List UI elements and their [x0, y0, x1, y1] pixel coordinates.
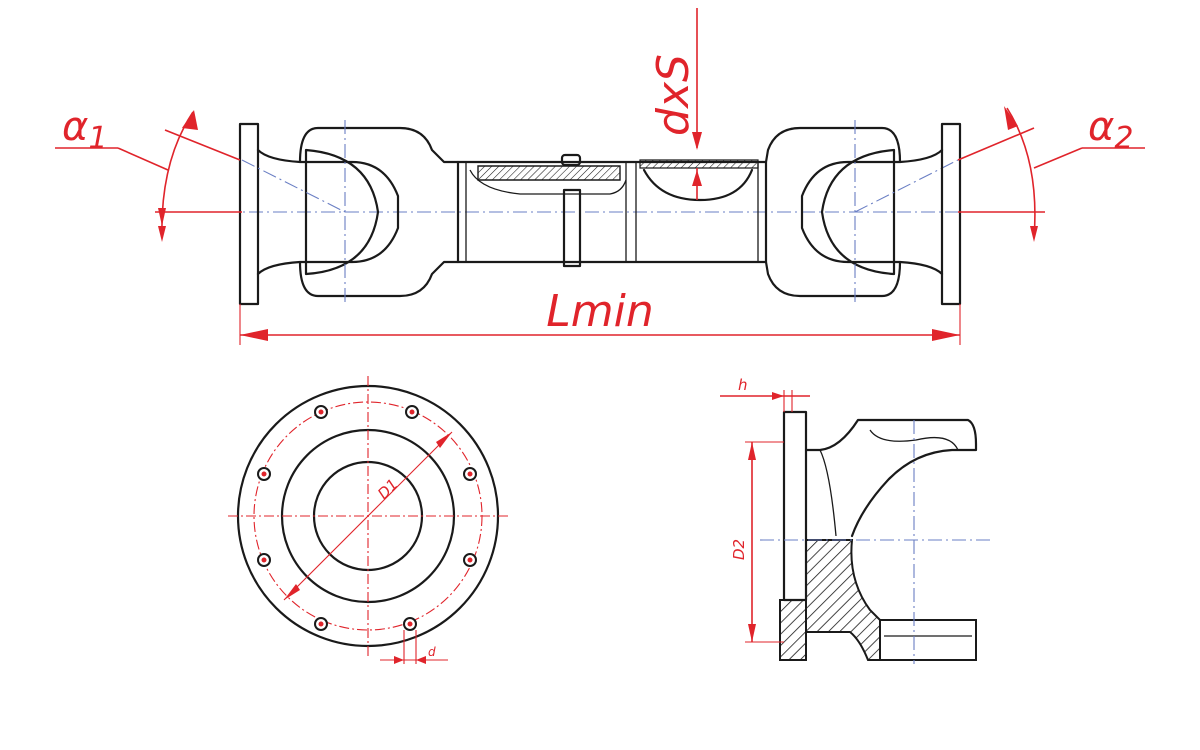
yoke-lower-ring	[879, 619, 977, 661]
bolt-hole-3	[257, 467, 271, 481]
right-yoke	[764, 126, 944, 298]
h-label: h	[738, 376, 748, 394]
d1-label: D1	[374, 475, 402, 503]
lmin-dimension: Lmin	[239, 286, 961, 345]
left-flange-plate	[238, 122, 260, 306]
bolt-hole-4	[463, 467, 477, 481]
shaft-tube	[456, 160, 768, 264]
left-yoke	[256, 126, 460, 298]
dxs-dimension: dxS	[648, 8, 702, 200]
d1-dimension-line	[283, 431, 453, 601]
flange-front-view: D1 d	[228, 376, 508, 664]
shaft-side-view	[225, 120, 970, 306]
alpha1-label: α1	[62, 104, 107, 156]
alpha2-label: α2	[1088, 104, 1133, 156]
slip-sleeve	[562, 188, 582, 268]
tube-wall-section	[639, 159, 759, 169]
yoke-body-upper	[804, 418, 978, 538]
left-yoke-fork	[304, 148, 380, 276]
right-yoke-fork	[820, 148, 896, 276]
bolt-hole-6	[463, 553, 477, 567]
yoke-section-view: D2 h	[720, 376, 990, 664]
dxs-label: dxS	[648, 54, 699, 136]
grease-fitting	[560, 153, 582, 167]
yoke-body-rib	[819, 429, 959, 537]
bolt-hole-1	[314, 405, 328, 419]
spline-section	[477, 165, 621, 181]
alpha1-dimension: α1	[55, 104, 242, 242]
d-label: d	[428, 645, 436, 659]
right-flange-plate	[940, 122, 962, 306]
bolt-hole-8	[403, 617, 417, 631]
lmin-label: Lmin	[546, 286, 654, 337]
bolt-hole-2	[405, 405, 419, 419]
bolt-hole-7	[314, 617, 328, 631]
alpha2-dimension: α2	[957, 104, 1145, 242]
right-angle-line	[854, 159, 959, 213]
d2-label: D2	[730, 539, 748, 560]
left-angle-line	[241, 159, 346, 213]
bolt-hole-5	[257, 553, 271, 567]
yoke-flange-plate	[782, 410, 808, 602]
yoke-flange-hatch	[779, 599, 807, 661]
tube-inner-bowl	[642, 168, 754, 202]
